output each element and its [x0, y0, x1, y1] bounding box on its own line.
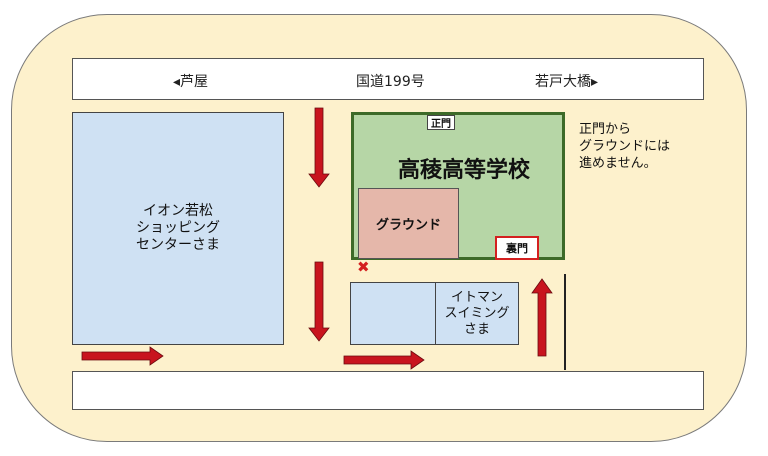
itoman-swimming: イトマン スイミング さま: [435, 282, 519, 345]
main-gate: 正門: [427, 115, 455, 130]
school-grounds: 正門 高稜高等学校 グラウンド 裏門: [351, 112, 565, 260]
unlabeled-building: [350, 282, 436, 345]
arrow-right-icon: [343, 350, 425, 370]
back-gate: 裏門: [495, 236, 539, 260]
top-road: ◂芦屋 国道199号 若戸大橋▸: [72, 58, 704, 100]
aeon-shopping-center: イオン若松 ショッピング センターさま: [72, 112, 284, 345]
swimming-label: イトマン スイミング さま: [444, 289, 510, 337]
road-label-ashiya: ◂芦屋: [173, 74, 209, 90]
gate-note: 正門から グラウンドには 進めません。: [579, 122, 671, 171]
no-entry-x-mark-icon: ✖: [357, 258, 370, 276]
aeon-label: イオン若松 ショッピング センターさま: [136, 203, 220, 253]
road-label-wakato-bridge: 若戸大橋▸: [535, 74, 599, 90]
arrow-down-icon: [308, 261, 330, 342]
boundary-line: [564, 274, 566, 370]
school-name: 高稜高等学校: [398, 158, 531, 183]
arrow-right-icon: [81, 346, 164, 366]
bottom-road: [72, 371, 704, 410]
arrow-up-icon: [531, 278, 553, 357]
arrow-down-icon: [308, 107, 330, 188]
road-label-route199: 国道199号: [356, 74, 425, 90]
sports-ground: グラウンド: [358, 188, 459, 259]
